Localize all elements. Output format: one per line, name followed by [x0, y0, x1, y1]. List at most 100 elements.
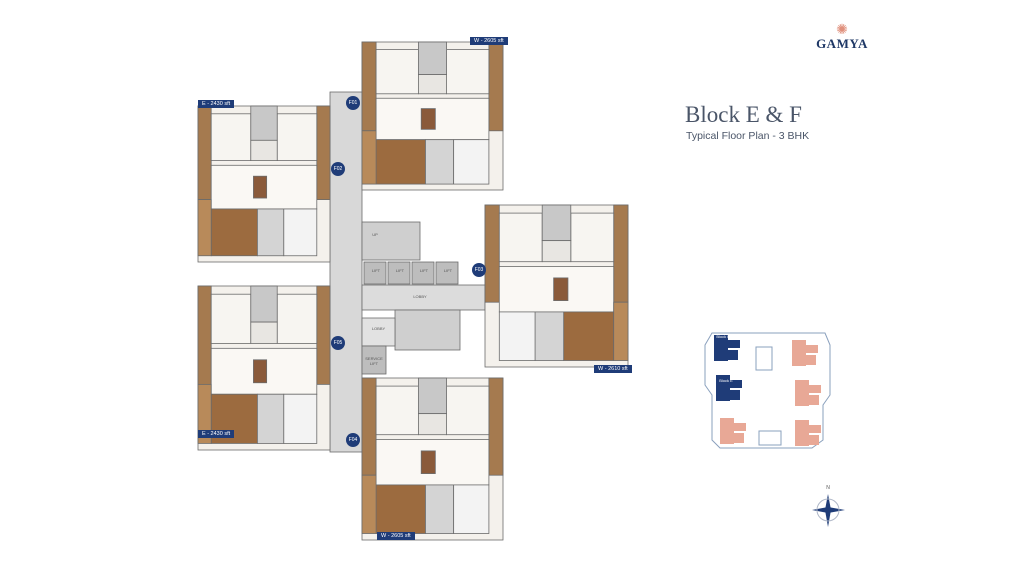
bedroom	[276, 113, 318, 162]
bedroom	[498, 212, 543, 263]
kitchen	[498, 311, 536, 361]
key-plan-block	[805, 385, 821, 393]
key-plan-block	[805, 425, 821, 433]
balcony	[197, 383, 212, 444]
balcony	[197, 199, 212, 257]
dining-table	[553, 277, 569, 301]
unit-marker-f01: F01	[346, 96, 360, 110]
lobby-label: LOBBY	[413, 294, 427, 299]
kitchen	[283, 393, 318, 444]
utility-toilet	[425, 139, 455, 185]
dining-table	[420, 108, 436, 130]
unit-area-tag-f01: W - 2605 sft	[470, 37, 508, 45]
bedroom	[210, 293, 252, 344]
page-title: Block E & F	[685, 102, 802, 127]
unit-area-tag-f03: W - 2610 sft	[594, 365, 632, 373]
master-bedroom	[375, 484, 426, 534]
brand-logo: ✺ GAMYA	[812, 22, 872, 52]
staircase-lower	[394, 309, 461, 351]
key-plan-block	[801, 395, 819, 405]
dining-table	[420, 450, 436, 474]
lift-1-label: LIFT	[371, 268, 381, 273]
balcony-deck	[316, 105, 331, 200]
passage	[417, 413, 447, 436]
staircase-upper	[361, 221, 421, 261]
balcony-deck	[484, 204, 500, 303]
key-plan-block	[802, 345, 818, 353]
key-plan-block	[720, 350, 738, 360]
utility-toilet	[425, 484, 455, 534]
lift-car	[387, 261, 411, 285]
brand-name: GAMYA	[816, 36, 868, 51]
passage	[541, 240, 572, 263]
passage	[417, 74, 447, 95]
balcony-deck	[361, 41, 377, 132]
lift-lobby-label: LOBBY	[371, 326, 386, 331]
lift-3-label: LIFT	[419, 268, 429, 273]
balcony	[361, 474, 377, 534]
unit-marker-f03: F03	[472, 263, 486, 277]
corridor	[329, 91, 363, 453]
toilet	[250, 105, 278, 141]
balcony-deck	[316, 285, 331, 385]
unit-marker-f05: F05	[331, 336, 345, 350]
passage	[250, 139, 278, 162]
service-lift-label: SERVICE LIFT	[365, 356, 383, 366]
kitchen	[283, 208, 318, 257]
kitchen	[453, 139, 490, 185]
balcony-deck	[613, 204, 629, 303]
key-plan-block	[726, 380, 742, 388]
unit-marker-f04: F04	[346, 433, 360, 447]
bedroom	[276, 293, 318, 344]
balcony-deck	[197, 285, 212, 385]
key-plan-amenity	[758, 430, 782, 446]
lift-car	[411, 261, 435, 285]
lift-car	[363, 261, 387, 285]
key-plan-block	[724, 340, 740, 348]
dining-table	[253, 175, 268, 199]
key-plan-block	[801, 435, 819, 445]
bedroom	[375, 49, 419, 95]
balcony	[361, 130, 377, 185]
dining-table	[253, 359, 268, 384]
lift-car	[435, 261, 459, 285]
key-plan-block-e-label: Block E	[719, 378, 733, 383]
key-plan-block	[722, 390, 740, 400]
utility-toilet	[534, 311, 565, 361]
unit-area-tag-f04: W - 2605 sft	[377, 532, 415, 540]
lift-2-label: LIFT	[395, 268, 405, 273]
lift-lobby	[361, 317, 396, 347]
balcony	[613, 301, 629, 361]
key-plan-block	[730, 423, 746, 431]
bedroom	[375, 385, 419, 436]
compass-north-label: N	[826, 485, 830, 491]
toilet	[541, 204, 572, 242]
bedroom	[446, 49, 490, 95]
sun-logo-icon: ✺	[836, 21, 848, 37]
utility-toilet	[256, 208, 285, 257]
utility-toilet	[256, 393, 285, 444]
unit-area-tag-f05: E - 2430 sft	[198, 430, 235, 438]
kitchen	[453, 484, 490, 534]
key-plan-block	[726, 433, 744, 443]
balcony-deck	[488, 377, 504, 476]
staircase-label: UP	[372, 232, 378, 237]
compass-ring-icon	[816, 498, 840, 522]
balcony-deck	[197, 105, 212, 200]
bedroom	[570, 212, 615, 263]
master-bedroom	[375, 139, 426, 185]
lift-4-label: LIFT	[443, 268, 453, 273]
bedroom	[210, 113, 252, 162]
key-plan-block	[798, 355, 816, 365]
passage	[250, 321, 278, 344]
master-bedroom	[210, 208, 258, 257]
key-plan-block-f-label: Block F	[716, 334, 730, 339]
master-bedroom	[563, 311, 615, 361]
unit-marker-f02: F02	[331, 162, 345, 176]
compass-rose-icon	[812, 507, 845, 513]
bedroom	[446, 385, 490, 436]
toilet	[250, 285, 278, 323]
balcony-deck	[488, 41, 504, 132]
